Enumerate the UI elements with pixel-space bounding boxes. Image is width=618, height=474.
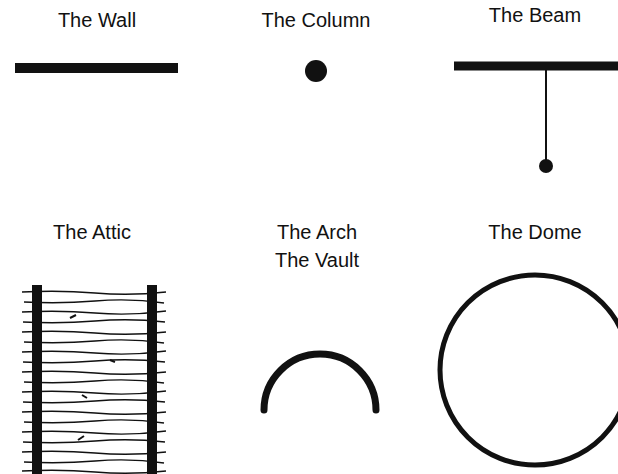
element-label: The Arch The Vault xyxy=(267,218,367,274)
attic-symbol xyxy=(22,285,166,474)
arch-symbol xyxy=(264,354,376,410)
element-label: The Beam xyxy=(465,1,605,29)
wall-symbol xyxy=(15,63,178,73)
element-label: The Column xyxy=(246,6,386,34)
element-label: The Attic xyxy=(22,218,162,246)
beam-symbol xyxy=(454,66,618,173)
dome-symbol xyxy=(440,275,618,465)
element-label: The Dome xyxy=(465,218,605,246)
element-label: The Wall xyxy=(27,6,167,34)
column-symbol xyxy=(305,60,327,82)
